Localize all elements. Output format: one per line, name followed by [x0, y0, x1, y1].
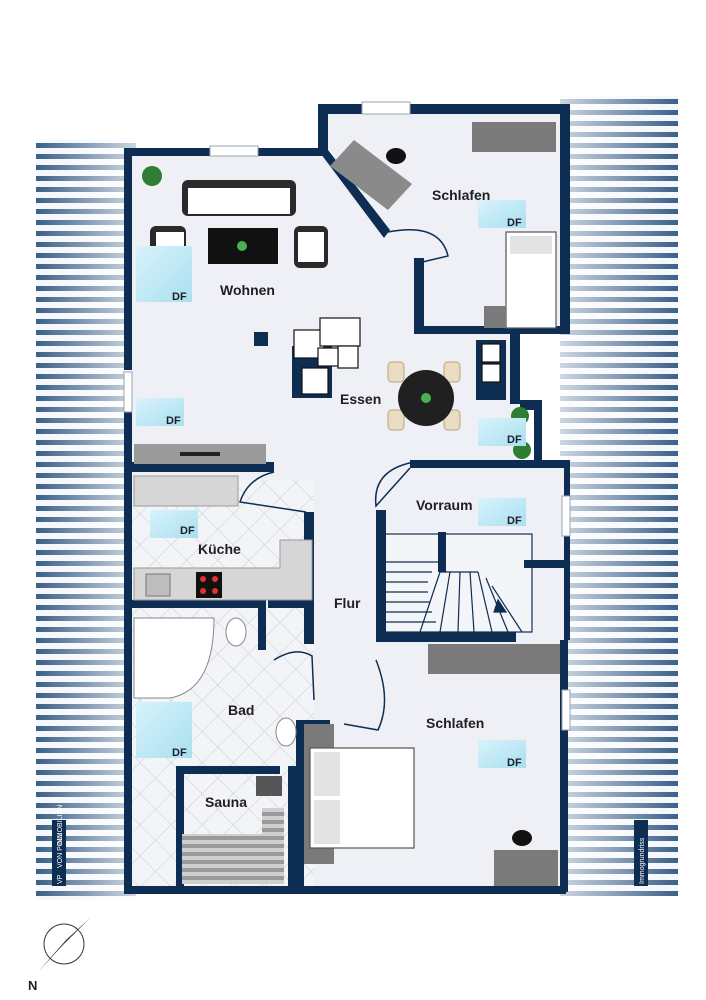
- df-label: DF: [507, 515, 522, 527]
- sofa-icon: [182, 180, 296, 216]
- room-label-essen: Essen: [340, 391, 381, 407]
- df-label: DF: [172, 291, 187, 303]
- furniture: [133, 122, 560, 886]
- compass: N: [28, 918, 90, 993]
- room-label-bad: Bad: [228, 702, 254, 718]
- windows: [123, 101, 571, 731]
- double-bed-icon: [304, 724, 415, 864]
- df-label: DF: [166, 415, 181, 427]
- brand-logo-sub: IMMOBILIEN: [57, 805, 64, 846]
- room-label-wohnen: Wohnen: [220, 282, 275, 298]
- room-label-vorraum: Vorraum: [416, 497, 473, 513]
- df-label: DF: [172, 747, 187, 759]
- door-swings: [239, 228, 449, 731]
- kitchen-counter-icon: [133, 475, 313, 601]
- room-label-sauna: Sauna: [205, 794, 247, 810]
- bathtub-icon: [133, 617, 297, 747]
- skylights: [136, 200, 526, 768]
- tv-board-icon: [134, 444, 266, 464]
- chair-icon: [512, 830, 532, 846]
- desk-icon: [330, 140, 412, 210]
- brand-logo-mark: VP: [57, 874, 64, 884]
- brand-logo: VP VON POLL IMMOBILIEN: [52, 805, 66, 886]
- coffee-table-icon: [208, 228, 278, 264]
- room-label-flur: Flur: [334, 595, 361, 611]
- room-label-kueche: Küche: [198, 541, 241, 557]
- room-label-schlafen-top: Schlafen: [432, 187, 490, 203]
- compass-circle: [43, 923, 85, 965]
- roof-area: [36, 96, 678, 900]
- wardrobe-icon: [428, 122, 560, 886]
- brand-logo-name: VON POLL: [57, 833, 64, 868]
- side-label: Immogrundriss: [639, 837, 646, 884]
- bed-icon: [484, 231, 557, 329]
- df-label: DF: [180, 525, 195, 537]
- dining-table-icon: [387, 361, 461, 431]
- room-labels: Wohnen Essen Schlafen Schlafen Vorraum K…: [198, 187, 490, 810]
- sauna-bench-icon: [182, 776, 284, 884]
- staircase: [383, 533, 533, 633]
- df-label: DF: [507, 434, 522, 446]
- box-stack-icon: [293, 317, 501, 395]
- df-label: DF: [507, 757, 522, 769]
- compass-north-label: N: [28, 978, 37, 993]
- side-label-strip: Immogrundriss: [634, 820, 648, 886]
- room-label-schlafen-bottom: Schlafen: [426, 715, 484, 731]
- df-labels: DF DF DF DF DF DF DF DF: [166, 217, 522, 769]
- df-label: DF: [507, 217, 522, 229]
